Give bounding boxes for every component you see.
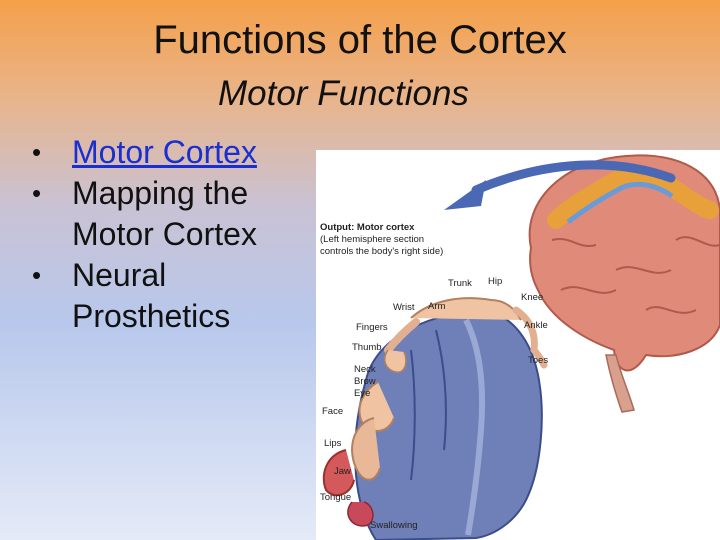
label-eye: Eye (354, 388, 370, 399)
bullet-text: Neural Prosthetics (72, 257, 231, 334)
motor-cortex-figure: Output: Motor cortex (Left hemisphere se… (316, 150, 720, 540)
label-lips: Lips (324, 438, 342, 449)
motor-cortex-diagram: Output: Motor cortex (Left hemisphere se… (320, 154, 720, 540)
label-tongue: Tongue (320, 492, 351, 503)
label-trunk: Trunk (448, 278, 472, 289)
label-brow: Brow (354, 376, 376, 387)
bullet-dot: • (32, 178, 42, 208)
label-neck: Neck (354, 364, 376, 375)
bullet-dot: • (32, 260, 42, 290)
label-swallowing: Swallowing (370, 520, 418, 531)
label-arm: Arm (428, 301, 446, 312)
label-wrist: Wrist (393, 302, 415, 313)
brain-illustration (528, 154, 720, 413)
motor-cortex-link[interactable]: Motor Cortex (72, 134, 257, 170)
slide-subtitle: Motor Functions (218, 74, 469, 113)
figure-caption-title: Output: Motor cortex (320, 222, 415, 233)
figure-caption-line2: controls the body's right side) (320, 246, 443, 257)
label-thumb: Thumb (352, 342, 382, 353)
label-hip: Hip (488, 276, 502, 287)
bullet-text: Mapping the Motor Cortex (72, 175, 257, 252)
bullet-item-mapping: • Mapping the Motor Cortex (32, 173, 312, 255)
arrow-icon (444, 160, 676, 210)
label-knee: Knee (521, 292, 543, 303)
bullet-list: • Motor Cortex • Mapping the Motor Corte… (32, 132, 312, 337)
label-ankle: Ankle (524, 320, 548, 331)
figure-caption-line1: (Left hemisphere section (320, 234, 424, 245)
bullet-item-prosthetics: • Neural Prosthetics (32, 255, 312, 337)
slide-title: Functions of the Cortex (153, 18, 567, 62)
bullet-dot: • (32, 137, 42, 167)
bullet-item-motor-cortex[interactable]: • Motor Cortex (32, 132, 312, 173)
homunculus-illustration (322, 297, 548, 527)
label-face: Face (322, 406, 343, 417)
label-jaw: Jaw (334, 466, 351, 477)
label-fingers: Fingers (356, 322, 388, 333)
label-toes: Toes (528, 355, 548, 366)
